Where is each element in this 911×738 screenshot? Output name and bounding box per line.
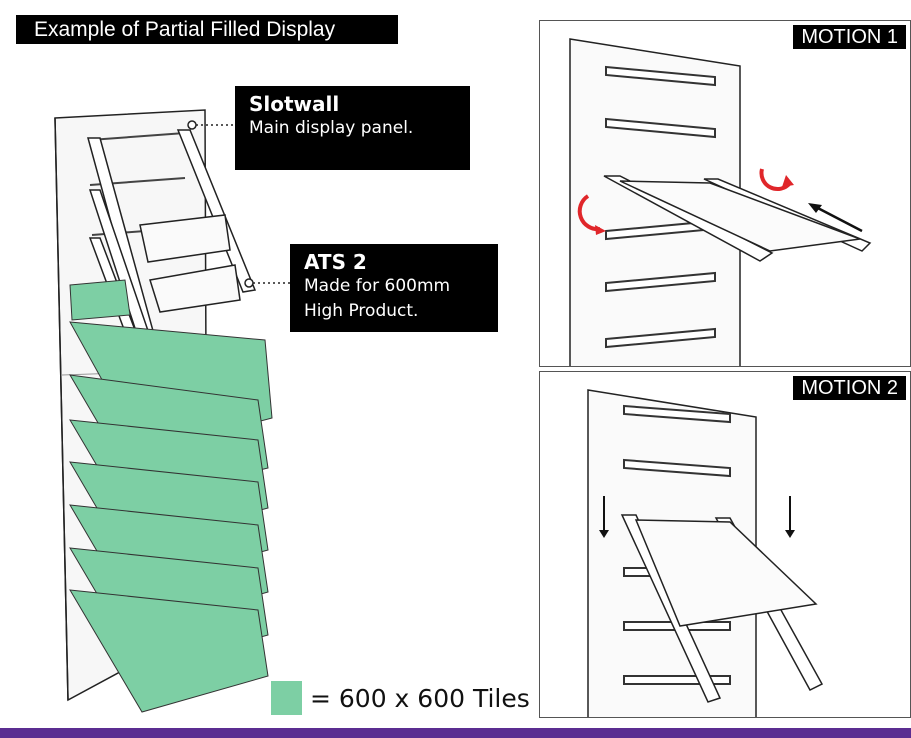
tile-legend-text: = 600 x 600 Tiles (310, 683, 530, 713)
motion-1-panel: MOTION 1 (539, 20, 911, 367)
ats-description-line1: Made for 600mm (304, 276, 451, 296)
main-illustration (54, 109, 290, 713)
motion-2-illustration (587, 389, 824, 717)
rotate-arrow-left (577, 194, 601, 232)
ats-pointer-dot (244, 278, 254, 288)
slotwall-pointer-dot (187, 120, 197, 130)
tile-legend: = 600 x 600 Tiles (271, 681, 530, 715)
rotate-arrow-right (759, 168, 792, 191)
motion-1-label: MOTION 1 (793, 25, 906, 49)
slotwall-callout: Slotwall Main display panel. (235, 86, 470, 170)
slotwall-description: Main display panel. (249, 118, 414, 138)
motion-2-label: MOTION 2 (793, 376, 906, 400)
slotwall-heading: Slotwall (249, 92, 340, 116)
motion-1-illustration (569, 38, 872, 366)
page-title: Example of Partial Filled Display (16, 15, 398, 44)
ats-callout: ATS 2 Made for 600mm High Product. (290, 244, 498, 332)
ats-description-line2: High Product. (304, 301, 419, 321)
tile-legend-swatch (271, 681, 302, 715)
tile-stack (69, 279, 273, 713)
direction-arrow (811, 203, 863, 233)
ats-heading: ATS 2 (304, 250, 367, 274)
brand-accent-bar (0, 728, 911, 738)
motion-2-panel: MOTION 2 (539, 371, 911, 718)
